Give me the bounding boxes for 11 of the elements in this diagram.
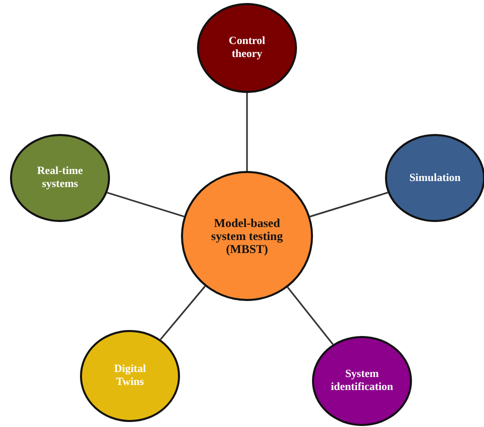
- topic-label: Model-based system testing (MBST): [210, 216, 284, 256]
- connector-line: [106, 192, 184, 218]
- connector-line: [160, 286, 206, 340]
- topic-label: Simulation: [409, 172, 461, 184]
- topic-label: Real-time systems: [36, 165, 84, 191]
- topic-label: Control theory: [228, 35, 266, 61]
- topic-label: Digital Twins: [113, 363, 147, 389]
- connector-line: [246, 93, 248, 171]
- topic-label: System identification: [330, 368, 394, 394]
- connector-line: [287, 286, 334, 345]
- connector-line: [310, 192, 388, 218]
